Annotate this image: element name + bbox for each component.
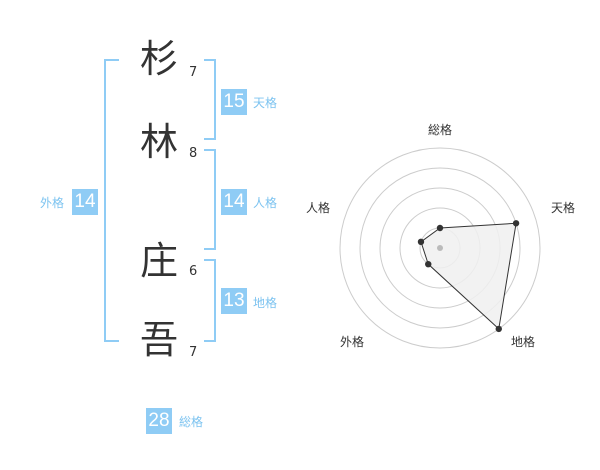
gaikaku-value: 14 [72, 189, 98, 215]
tenkaku-label: 天格 [253, 96, 278, 110]
radar-axis-label-gaikaku: 外格 [340, 335, 365, 349]
name-char-1: 杉 [139, 37, 178, 81]
stroke-count-3: 6 [189, 264, 198, 279]
tenkaku-bracket [204, 59, 216, 140]
chikaku-bracket [204, 259, 216, 342]
radar-center-dot [437, 245, 443, 251]
gaikaku-bracket [104, 59, 119, 342]
jinkaku-value: 14 [221, 189, 247, 215]
radar-point-3 [495, 325, 502, 333]
stroke-count-4: 7 [189, 345, 198, 360]
radar-axis-label-jinkaku: 人格 [306, 201, 331, 215]
radar-ring-5 [339, 147, 541, 349]
soukaku-label: 総格 [179, 415, 204, 429]
radar-axis-label-tenkaku: 天格 [551, 201, 576, 215]
radar-ring-4 [359, 167, 521, 329]
chikaku-value: 13 [221, 288, 247, 314]
gaikaku-label: 外格 [40, 196, 65, 210]
name-char-4: 吾 [139, 318, 178, 362]
radar-point-1 [436, 224, 444, 232]
soukaku-value: 28 [146, 408, 172, 434]
radar-axis-label-chikaku: 地格 [511, 335, 536, 349]
radar-axis-label-soukaku: 総格 [428, 123, 453, 137]
stroke-count-2: 8 [189, 146, 198, 161]
name-char-3: 庄 [139, 239, 178, 283]
radar-point-5 [417, 238, 425, 246]
radar-point-4 [425, 260, 432, 268]
name-char-2: 林 [139, 120, 178, 164]
radar-polygon [420, 222, 517, 330]
radar-point-2 [512, 220, 520, 227]
chikaku-label: 地格 [253, 296, 278, 310]
jinkaku-bracket [204, 149, 216, 250]
tenkaku-value: 15 [221, 89, 247, 115]
jinkaku-label: 人格 [253, 196, 278, 210]
stroke-count-1: 7 [189, 65, 198, 80]
